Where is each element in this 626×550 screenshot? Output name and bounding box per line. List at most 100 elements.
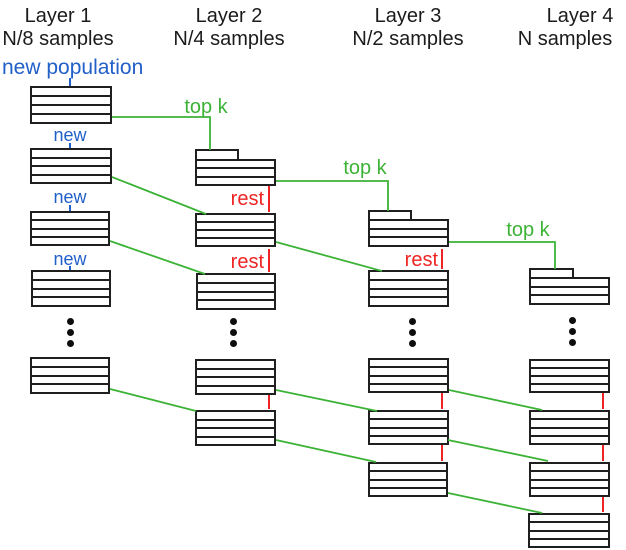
stack-rows: [195, 159, 276, 186]
sample-stack: [529, 462, 610, 497]
sample-transfer-line: [275, 241, 383, 272]
rest-label: rest: [230, 188, 264, 210]
sample-stack: [529, 359, 610, 393]
stack-rows: [195, 359, 276, 395]
stack-rows: [196, 273, 276, 310]
sample-stack: [368, 462, 448, 497]
ellipsis-dot: [408, 318, 416, 325]
stack-rows: [368, 462, 448, 497]
stack-row: [531, 488, 608, 495]
stack-rows: [368, 410, 449, 445]
stack-row: [531, 412, 608, 421]
layer-2-subtitle: N/4 samples: [173, 28, 285, 50]
sample-stack: [368, 410, 449, 445]
stack-row: [197, 239, 274, 245]
layer-1-title: Layer 1: [24, 5, 92, 27]
sample-stack: [529, 268, 610, 305]
topk-connector-line: [112, 116, 211, 150]
stack-row: [32, 167, 110, 176]
topk-connector-line: [276, 180, 389, 211]
stack-row: [531, 420, 608, 429]
stack-row: [33, 298, 109, 305]
stack-rows: [30, 357, 110, 394]
stack-row: [370, 280, 447, 290]
new-label: new: [53, 187, 87, 207]
stack-row: [198, 275, 274, 284]
sample-stack: [196, 273, 276, 310]
topk-connector-line: [449, 241, 556, 269]
sample-transfer-line: [447, 492, 543, 514]
stack-row: [197, 369, 274, 378]
ellipsis-dot: [229, 318, 237, 325]
stack-rows: [30, 211, 110, 246]
rest-label: rest: [230, 251, 264, 273]
layer-1-subtitle: N/8 samples: [2, 28, 114, 50]
stack-row: [33, 272, 109, 281]
stack-row: [32, 359, 108, 368]
stack-row: [530, 531, 608, 540]
stack-row: [197, 169, 274, 178]
sample-stack: [368, 270, 449, 307]
stack-row: [32, 150, 110, 159]
stack-row: [370, 376, 447, 385]
stack-row: [198, 301, 274, 308]
stack-row: [370, 472, 446, 481]
sample-stack: [30, 86, 112, 124]
sample-stack: [195, 410, 276, 446]
stack-rows: [529, 359, 610, 393]
stack-row: [32, 237, 108, 244]
stack-row: [370, 289, 447, 299]
sample-stack: [30, 211, 110, 246]
stack-row: [198, 292, 274, 302]
stack-row: [370, 384, 447, 391]
ellipsis-dot: [408, 329, 416, 336]
stack-row: [530, 539, 608, 546]
stack-row: [32, 158, 110, 167]
layer-3-subtitle: N/2 samples: [352, 28, 464, 50]
ellipsis-dot: [568, 317, 576, 324]
new-label: new: [53, 125, 87, 145]
sample-stack: [195, 149, 276, 186]
stack-row: [197, 412, 274, 421]
sample-stack: [31, 270, 111, 307]
stack-row: [370, 229, 447, 239]
stack-row: [32, 115, 110, 122]
ellipsis-dot: [66, 329, 74, 336]
sample-stack: [195, 359, 276, 395]
sample-transfer-line: [275, 439, 377, 463]
stack-row: [32, 106, 110, 115]
topk-tab: [529, 268, 574, 279]
top-k-label: top k: [343, 157, 387, 179]
stack-rows: [31, 270, 111, 307]
sample-stack: [368, 210, 449, 247]
rest-label: rest: [404, 249, 438, 271]
stack-row: [531, 385, 608, 391]
stack-row: [531, 436, 608, 443]
stack-row: [32, 213, 108, 222]
stack-row: [370, 238, 447, 246]
stack-row: [197, 429, 274, 438]
stack-row: [531, 480, 608, 489]
stack-row: [531, 428, 608, 437]
stack-row: [198, 283, 274, 293]
sample-transfer-line: [275, 389, 378, 412]
stack-rows: [195, 410, 276, 446]
stack-row: [197, 437, 274, 444]
stack-rows: [368, 219, 449, 247]
new-population-label: new population: [2, 56, 144, 79]
stack-row: [370, 360, 447, 369]
stack-rows: [30, 86, 112, 124]
stack-row: [32, 367, 108, 377]
stack-row: [197, 386, 274, 393]
stack-row: [531, 472, 608, 481]
top-k-label: top k: [506, 219, 550, 241]
stack-row: [32, 229, 108, 238]
stack-row: [197, 215, 274, 223]
ellipsis-dot: [408, 340, 416, 347]
stack-row: [370, 428, 447, 437]
stack-row: [531, 296, 608, 304]
stack-row: [370, 412, 447, 421]
stack-rows: [528, 513, 610, 548]
sample-stack: [368, 358, 449, 393]
